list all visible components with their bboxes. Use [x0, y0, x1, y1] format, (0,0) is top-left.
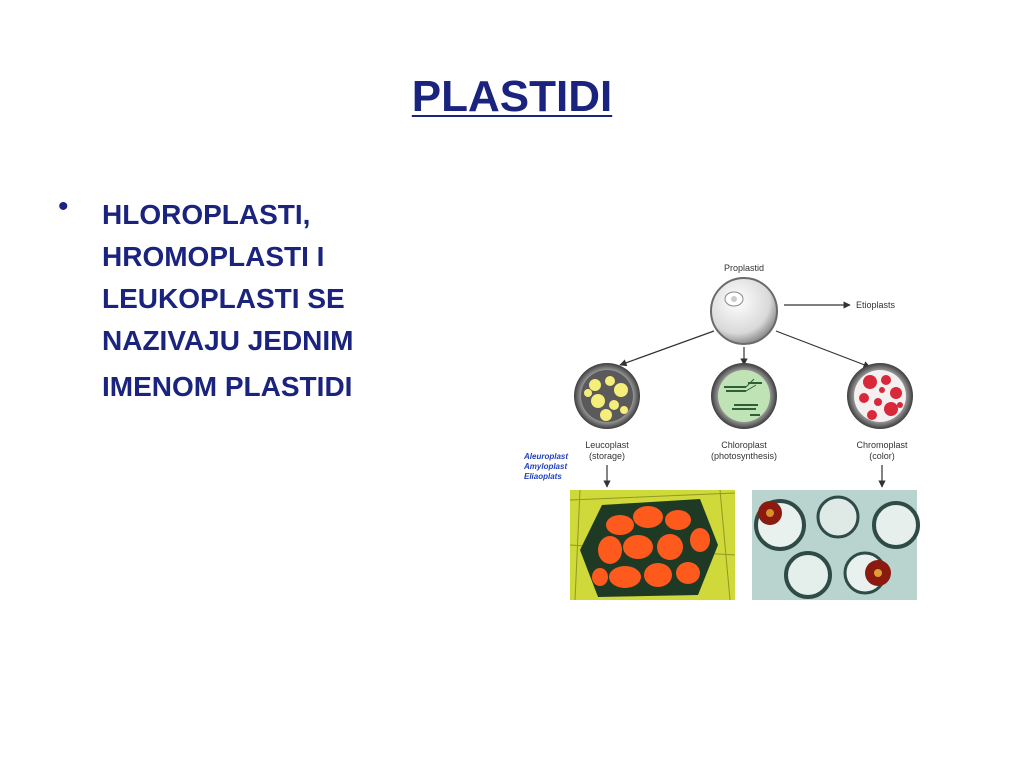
arrow-to-leucoplast [619, 330, 715, 367]
bullet-line-2: HROMOPLASTI I [102, 241, 325, 272]
leucoplast-type-aleuroplast: Aleuroplast [523, 452, 568, 461]
slide-title: PLASTIDI [0, 72, 1024, 122]
bullet-text: HLOROPLASTI, HROMOPLASTI I LEUKOPLASTI S… [102, 194, 354, 408]
chromoplast-icon [847, 363, 913, 429]
chloroplast-icon [711, 363, 777, 429]
chloroplast-sub: (photosynthesis) [711, 451, 777, 461]
bullet-line-3: LEUKOPLASTI SE [102, 283, 345, 314]
chloroplast-label: Chloroplast [721, 440, 767, 450]
arrow-to-chromoplast [775, 330, 871, 369]
chromoplast-label: Chromoplast [856, 440, 908, 450]
leucoplast-label: Leucoplast [585, 440, 629, 450]
proplastid-label: Proplastid [724, 263, 764, 273]
bullet-line-5: IMENOM PLASTIDI [102, 371, 353, 402]
amyloplast-micrograph [569, 489, 736, 601]
leucoplast-icon [574, 363, 640, 429]
proplastid-icon [710, 277, 778, 345]
bullet-line-1: HLOROPLASTI, [102, 199, 311, 230]
leucoplast-sub: (storage) [589, 451, 625, 461]
leucoplast-type-eliaoplats: Eliaoplats [524, 472, 562, 481]
bullet-marker: • [58, 190, 69, 223]
plastid-diagram: Proplastid Etioplasts Leucoplast (storag… [523, 263, 920, 601]
chromoplast-sub: (color) [869, 451, 895, 461]
chromoplast-micrograph [752, 490, 920, 600]
leucoplast-type-amyloplast: Amyloplast [523, 462, 567, 471]
bullet-line-4: NAZIVAJU JEDNIM [102, 325, 354, 356]
slide-title-text: PLASTIDI [411, 72, 613, 121]
etioplasts-label: Etioplasts [856, 300, 896, 310]
